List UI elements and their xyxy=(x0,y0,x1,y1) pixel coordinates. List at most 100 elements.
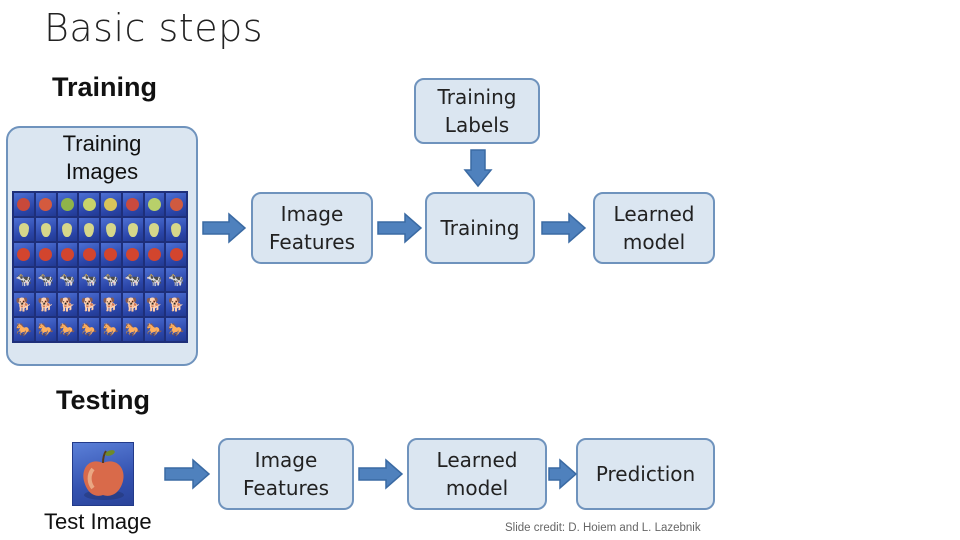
thumbnail-apple xyxy=(101,193,121,216)
dog-icon: 🐕 xyxy=(124,297,141,312)
apple-icon xyxy=(83,450,124,500)
training-image-features-text: Image Features xyxy=(269,202,355,254)
testing-heading: Testing xyxy=(56,385,150,415)
training-images-label: Training Images xyxy=(62,131,142,184)
thumbnail-cow: 🐄 xyxy=(14,268,34,291)
tomato-icon xyxy=(147,248,161,261)
pear-icon xyxy=(171,222,182,237)
prediction-text: Prediction xyxy=(595,462,696,486)
thumbnail-dog: 🐕 xyxy=(79,293,99,316)
dog-icon: 🐕 xyxy=(102,297,119,312)
thumbnail-apple xyxy=(14,193,34,216)
thumbnail-horse: 🐎 xyxy=(101,318,121,341)
testing-image-features-text: Image Features xyxy=(243,448,329,500)
thumbnail-dog: 🐕 xyxy=(166,293,186,316)
thumbnail-dog: 🐕 xyxy=(144,293,165,316)
thumbnail-apple xyxy=(166,193,186,216)
apple-icon xyxy=(82,198,96,211)
tomato-icon xyxy=(104,248,118,261)
arrow-labels-to-training xyxy=(463,149,493,188)
cow-icon: 🐄 xyxy=(37,272,54,287)
apple-icon xyxy=(169,198,183,211)
apple-icon xyxy=(39,198,53,211)
dog-icon: 🐕 xyxy=(81,297,98,312)
apple-icon xyxy=(147,198,161,211)
thumbnail-cow: 🐄 xyxy=(79,268,99,291)
thumbnail-pear xyxy=(144,218,165,241)
thumbnail-cow: 🐄 xyxy=(57,268,78,291)
training-box-text: Training xyxy=(440,216,520,240)
thumbnail-pear xyxy=(79,218,99,241)
cow-icon: 🐄 xyxy=(168,272,185,287)
dog-icon: 🐕 xyxy=(37,297,54,312)
tomato-icon xyxy=(82,248,96,261)
horse-icon: 🐎 xyxy=(15,322,32,337)
testing-image-features-box: Image Features xyxy=(218,438,354,510)
pear-icon xyxy=(84,222,95,237)
thumbnail-horse: 🐎 xyxy=(14,318,34,341)
thumbnail-dog: 🐕 xyxy=(57,293,78,316)
arrow-test-image-to-features xyxy=(164,458,211,490)
thumbnail-cow: 🐄 xyxy=(166,268,186,291)
thumbnail-pear xyxy=(14,218,34,241)
thumbnail-cow: 🐄 xyxy=(101,268,121,291)
thumbnail-horse: 🐎 xyxy=(79,318,99,341)
thumbnail-tomato xyxy=(101,243,121,266)
thumbnail-dog: 🐕 xyxy=(14,293,34,316)
testing-learned-model-text: Learned model xyxy=(436,448,518,500)
thumbnail-horse: 🐎 xyxy=(57,318,78,341)
thumbnail-apple xyxy=(79,193,99,216)
cow-icon: 🐄 xyxy=(146,272,163,287)
thumbnail-tomato xyxy=(14,243,34,266)
cow-icon: 🐄 xyxy=(124,272,141,287)
testing-learned-model-box: Learned model xyxy=(407,438,547,510)
arrow-features-to-model xyxy=(358,458,404,490)
thumbnail-pear xyxy=(166,218,186,241)
training-image-features-box: Image Features xyxy=(251,192,373,264)
arrow-model-to-prediction xyxy=(548,458,578,490)
training-labels-text: Training Labels xyxy=(437,85,517,137)
tomato-icon xyxy=(17,248,31,261)
horse-icon: 🐎 xyxy=(124,322,141,337)
apple-icon xyxy=(60,198,74,211)
dog-icon: 🐕 xyxy=(168,297,185,312)
training-labels-box: Training Labels xyxy=(414,78,540,144)
cow-icon: 🐄 xyxy=(15,272,32,287)
training-learned-model-box: Learned model xyxy=(593,192,715,264)
apple-icon xyxy=(126,198,140,211)
arrow-features-to-training xyxy=(377,212,423,244)
arrow-training-to-model xyxy=(541,212,587,244)
thumbnail-cow: 🐄 xyxy=(122,268,143,291)
cow-icon: 🐄 xyxy=(102,272,119,287)
horse-icon: 🐎 xyxy=(81,322,98,337)
cow-icon: 🐄 xyxy=(59,272,76,287)
thumbnail-tomato xyxy=(122,243,143,266)
dog-icon: 🐕 xyxy=(146,297,163,312)
pear-icon xyxy=(62,222,73,237)
apple-icon xyxy=(17,198,31,211)
thumbnail-apple xyxy=(122,193,143,216)
thumbnail-cow: 🐄 xyxy=(35,268,56,291)
thumbnail-dog: 🐕 xyxy=(35,293,56,316)
thumbnail-tomato xyxy=(79,243,99,266)
thumbnail-cow: 🐄 xyxy=(144,268,165,291)
test-image-label: Test Image xyxy=(44,509,152,534)
training-heading: Training xyxy=(52,72,158,102)
thumbnail-pear xyxy=(101,218,121,241)
arrow-images-to-features xyxy=(202,212,247,244)
thumbnail-tomato xyxy=(57,243,78,266)
horse-icon: 🐎 xyxy=(37,322,54,337)
thumbnail-dog: 🐕 xyxy=(122,293,143,316)
tomato-icon xyxy=(60,248,74,261)
pear-icon xyxy=(105,222,116,237)
thumbnail-pear xyxy=(57,218,78,241)
training-learned-model-text: Learned model xyxy=(613,202,695,254)
pear-icon xyxy=(40,222,51,237)
horse-icon: 🐎 xyxy=(146,322,163,337)
prediction-box: Prediction xyxy=(576,438,715,510)
tomato-icon xyxy=(126,248,140,261)
pear-icon xyxy=(18,222,29,237)
pear-icon xyxy=(149,222,160,237)
test-image xyxy=(72,442,134,506)
thumbnail-apple xyxy=(57,193,78,216)
